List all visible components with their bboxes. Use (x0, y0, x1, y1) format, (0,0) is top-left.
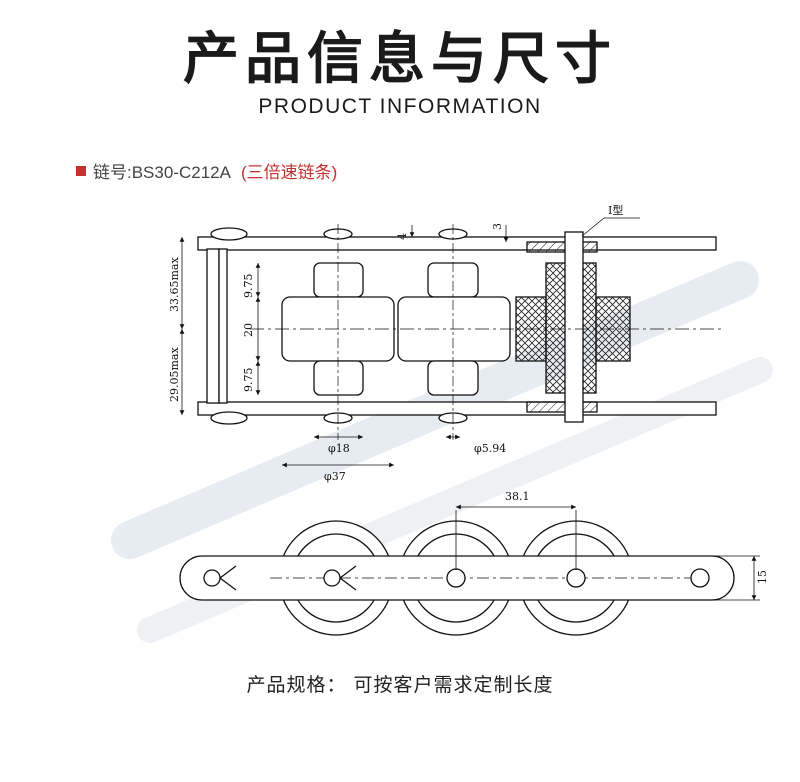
dim-pin-dia: φ5.94 (474, 442, 506, 455)
dim-small-roller-dia: φ18 (328, 442, 350, 455)
dim-pitch: 38.1 (505, 490, 530, 503)
dim-plate-gap-a: 4 (396, 233, 409, 240)
dim-middle-roller: 20 (242, 323, 255, 337)
type-label: I型 (608, 203, 623, 217)
side-view-dimension-labels: 38.1 15 (505, 490, 769, 584)
chain-model-label: 链号:BS30-C212A (93, 163, 231, 182)
top-view (197, 224, 722, 440)
dim-large-roller-dia: φ37 (324, 470, 346, 483)
dim-overall-bottom: 29.05max (168, 347, 181, 402)
dim-plate-height: 15 (756, 570, 769, 584)
page-title: 产品信息与尺寸 (183, 27, 617, 92)
dim-upper-roller: 9.75 (242, 274, 255, 299)
dim-plate-gap-b: 3 (491, 223, 504, 230)
chain-model-line: 链号:BS30-C212A (三倍速链条) (76, 158, 337, 183)
dim-overall-top: 33.65max (168, 257, 181, 312)
spec-footer: 产品规格： 可按客户需求定制长度 (246, 674, 554, 696)
dim-lower-roller: 9.75 (242, 368, 255, 393)
chain-model-note: (三倍速链条) (240, 163, 338, 182)
page-subtitle: PRODUCT INFORMATION (258, 95, 542, 118)
side-view-dimensions (455, 504, 760, 601)
red-square-marker (76, 165, 86, 176)
top-view-dimensions (179, 217, 640, 468)
chain-drawing: 33.65max 29.05max 9.75 20 9.75 4 3 φ18 φ… (111, 203, 773, 643)
side-view (179, 520, 735, 636)
top-view-dimension-labels: 33.65max 29.05max 9.75 20 9.75 4 3 φ18 φ… (168, 203, 623, 483)
